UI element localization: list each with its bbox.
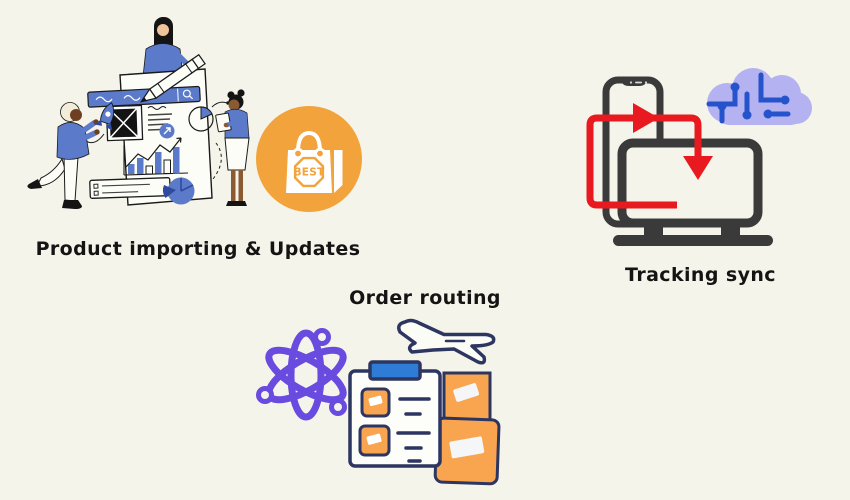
product-importing-label: Product importing & Updates <box>35 238 361 260</box>
checklist-panel <box>89 177 171 199</box>
pencil-icon <box>139 53 206 103</box>
sync-arrows-icon <box>586 103 713 209</box>
bar-chart <box>123 137 189 176</box>
shopping-bag-icon: BEST <box>286 130 343 193</box>
text-lines <box>147 106 173 131</box>
order-routing-illustration <box>256 318 501 486</box>
arrow-up-badge-icon <box>159 123 175 139</box>
clipboard-icon <box>348 360 442 468</box>
order-routing-label: Order routing <box>349 287 501 309</box>
package-boxes-icon <box>433 371 501 486</box>
cloud-network-icon <box>706 68 812 125</box>
search-icon <box>182 89 194 100</box>
atom-icon <box>256 328 347 421</box>
tracking-sync-illustration <box>586 68 812 246</box>
tracking-sync-label: Tracking sync <box>625 264 776 286</box>
person-right-illustration <box>215 89 250 206</box>
person-top-illustration <box>142 17 191 78</box>
person-left-illustration <box>27 102 115 209</box>
shopping-bag-badge: BEST <box>256 106 362 212</box>
pie-chart <box>162 177 195 205</box>
plane-icon <box>397 318 496 365</box>
team-dashboard-illustration <box>27 17 250 209</box>
clipboard-clip <box>368 360 422 381</box>
rocket-icon <box>95 102 115 131</box>
best-badge-text: BEST <box>293 167 325 179</box>
